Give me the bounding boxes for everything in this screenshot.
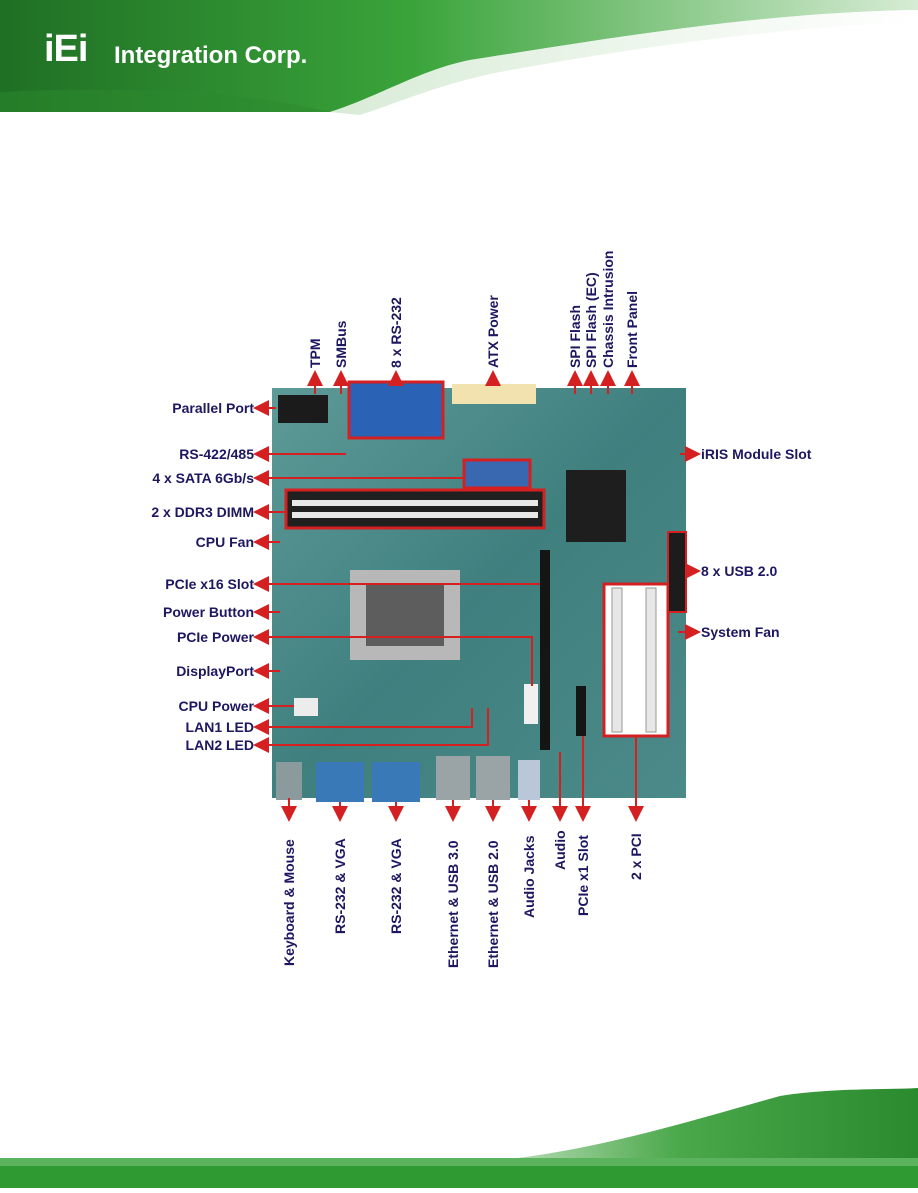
label-smbus: SMBus xyxy=(333,320,349,368)
logo-mark: iEi xyxy=(44,28,88,70)
label-keyboard-mouse: Keyboard & Mouse xyxy=(281,839,297,966)
label-ethernet-usb-3-0-text: Ethernet & USB 3.0 xyxy=(445,840,461,968)
label-iris-module-slot: iRIS Module Slot xyxy=(701,446,812,462)
header-banner xyxy=(0,0,918,115)
label-sata: 4 x SATA 6Gb/s xyxy=(152,470,254,486)
label-audio: Audio xyxy=(552,830,568,870)
label-8x-rs-232: 8 x RS-232 xyxy=(388,297,404,368)
label-audio-text: Audio xyxy=(552,830,568,870)
label-ddr3-dimm: 2 x DDR3 DIMM xyxy=(151,504,254,520)
label-audio-jacks-text: Audio Jacks xyxy=(521,835,537,918)
label-spi-flash: SPI Flash xyxy=(567,304,583,368)
label-cpu-power: CPU Power xyxy=(178,698,254,714)
label-tpm: TPM xyxy=(307,338,323,368)
label-atx-power: ATX Power xyxy=(485,295,501,368)
label-rs-232-vga-2: RS-232 & VGA xyxy=(388,838,404,934)
label-ethernet-usb-3-0: Ethernet & USB 3.0 xyxy=(445,840,461,968)
footer-banner-graphic xyxy=(0,1088,918,1188)
label-rs-232-vga-2-text: RS-232 & VGA xyxy=(388,838,404,934)
label-pcie-x1-slot: PCIe x1 Slot xyxy=(575,835,591,916)
label-2x-pci-text: 2 x PCI xyxy=(628,833,644,880)
label-pcie-x16-slot: PCIe x16 Slot xyxy=(165,576,254,592)
label-audio-jacks: Audio Jacks xyxy=(521,836,537,918)
label-chassis-intrusion: Chassis Intrusion xyxy=(600,250,616,368)
label-pcie-x1-slot-text: PCIe x1 Slot xyxy=(575,835,591,916)
company-logo: iEi Integration Corp. xyxy=(44,28,334,72)
logo-text: Integration Corp. xyxy=(114,42,308,69)
label-parallel-port: Parallel Port xyxy=(172,400,254,416)
label-rs-232-vga-1-text: RS-232 & VGA xyxy=(332,838,348,934)
label-front-panel: Front Panel xyxy=(624,290,640,368)
label-keyboard-mouse-text: Keyboard & Mouse xyxy=(281,839,297,966)
footer-banner xyxy=(0,1088,918,1188)
label-lan1-led: LAN1 LED xyxy=(185,719,254,735)
label-displayport: DisplayPort xyxy=(176,663,254,679)
label-spi-flash-ec: SPI Flash (EC) xyxy=(583,272,599,368)
header-banner-graphic xyxy=(0,0,918,115)
label-lan2-led: LAN2 LED xyxy=(185,737,254,753)
label-system-fan: System Fan xyxy=(701,624,780,640)
label-ethernet-usb-2-0: Ethernet & USB 2.0 xyxy=(485,840,501,968)
label-cpu-fan: CPU Fan xyxy=(195,534,254,550)
label-ethernet-usb-2-0-text: Ethernet & USB 2.0 xyxy=(485,840,501,968)
label-pcie-power: PCIe Power xyxy=(176,629,254,645)
label-rs-422-485: RS-422/485 xyxy=(179,446,254,462)
label-power-button: Power Button xyxy=(163,604,254,620)
label-rs-232-vga-1: RS-232 & VGA xyxy=(332,838,348,934)
label-usb-2-0: 8 x USB 2.0 xyxy=(701,563,778,579)
label-2x-pci: 2 x PCI xyxy=(628,833,644,880)
